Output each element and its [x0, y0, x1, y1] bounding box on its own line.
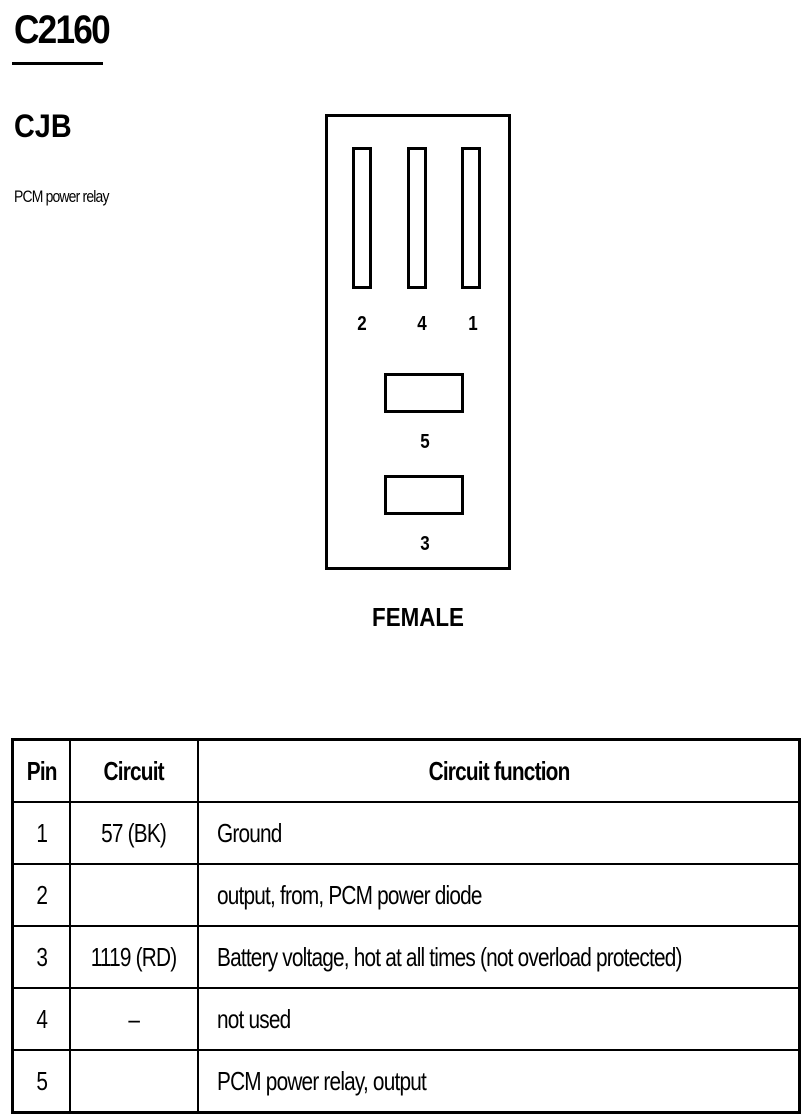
pin-1-cavity: [461, 147, 481, 289]
function-cell: not used: [197, 987, 801, 1051]
function-cell: Battery voltage, hot at all times (not o…: [197, 925, 801, 989]
connector-id: C2160: [14, 8, 111, 52]
circuit-cell: 1119 (RD): [68, 925, 200, 989]
circuit-cell: 57 (BK): [68, 801, 200, 865]
pin-cell: 3: [11, 925, 71, 989]
pin-cell: 2: [11, 863, 71, 927]
pin-5-label: 5: [420, 431, 430, 453]
header-pin: Pin: [11, 738, 71, 803]
function-cell: Ground: [197, 801, 801, 865]
table-row: 4 – not used: [11, 987, 801, 1051]
pin-cell: 5: [11, 1049, 71, 1114]
connector-location: CJB: [14, 108, 72, 144]
pin-4-label: 4: [417, 313, 427, 335]
header-circuit: Circuit: [68, 738, 200, 803]
header-function: Circuit function: [197, 738, 801, 803]
circuit-cell: [68, 1049, 200, 1114]
table-row: 5 PCM power relay, output: [11, 1049, 801, 1114]
pin-cell: 4: [11, 987, 71, 1051]
connector-description: PCM power relay: [14, 187, 109, 206]
circuit-cell: –: [68, 987, 200, 1051]
circuit-cell: [68, 863, 200, 927]
table-row: 1 57 (BK) Ground: [11, 801, 801, 865]
connector-face-diagram: 2 4 1 5 3: [325, 114, 511, 570]
pin-3-label: 3: [420, 533, 430, 555]
function-cell: output, from, PCM power diode: [197, 863, 801, 927]
connector-id-underline: [12, 62, 103, 65]
pinout-table: Pin Circuit Circuit function 1 57 (BK) G…: [11, 738, 801, 1114]
table-row: 2 output, from, PCM power diode: [11, 863, 801, 927]
pin-1-label: 1: [468, 313, 478, 335]
table-row: 3 1119 (RD) Battery voltage, hot at all …: [11, 925, 801, 989]
pin-2-label: 2: [357, 313, 367, 335]
function-cell: PCM power relay, output: [197, 1049, 801, 1114]
pin-cell: 1: [11, 801, 71, 865]
pin-4-cavity: [407, 147, 427, 289]
pin-2-cavity: [352, 147, 372, 289]
table-header-row: Pin Circuit Circuit function: [11, 738, 801, 803]
pin-5-cavity: [384, 373, 464, 413]
connector-view-label: FEMALE: [372, 602, 464, 632]
pin-3-cavity: [384, 475, 464, 515]
